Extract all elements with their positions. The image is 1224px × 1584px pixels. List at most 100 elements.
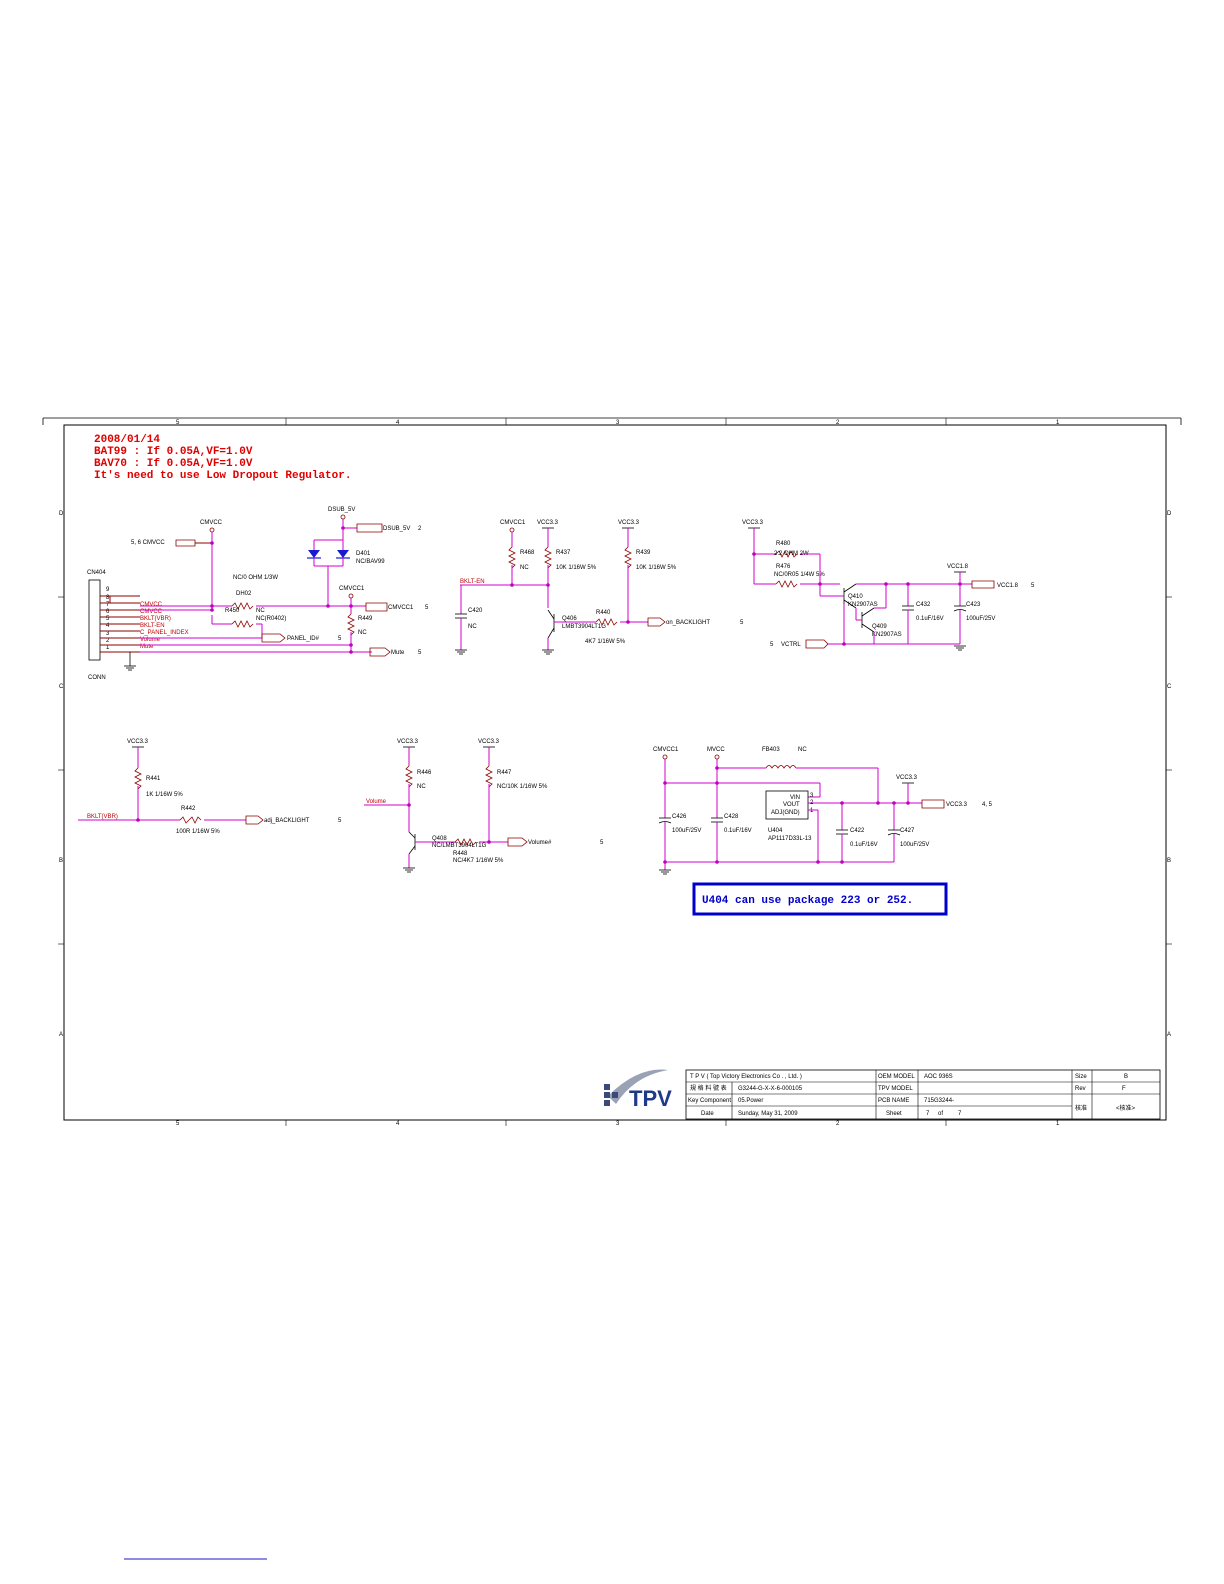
part-label: NC/LMBT3904LT1G [432,843,487,849]
part-label: U404 [768,828,783,834]
part-label: C422 [850,828,865,834]
col-marker: 4 [396,420,400,426]
port-label: Mute [391,650,405,656]
tb-label: 規 格 料 號 表 [690,1084,727,1092]
part-label: NC [358,630,367,636]
tb-value: F [1122,1086,1126,1092]
tb-value: 7 [926,1111,930,1117]
net-label: VCC3.3 [397,739,419,745]
pin-number: 1 [810,808,814,814]
part-label: Q406 [562,616,577,622]
net-label: VCC1.8 [947,564,969,570]
port-label: CMVCC1 [388,605,414,611]
net-label: CMVCC1 [653,747,679,753]
backlight-enable-block: CMVCC1 R468 NC VCC3.3 R437 10K 1/16W 5% … [455,520,744,655]
part-label: Q410 [848,594,863,600]
part-label: R476 [776,564,791,570]
tpv-logo: TPV [604,1069,672,1111]
part-label: R446 [417,770,432,776]
part-label: C420 [468,608,483,614]
col-marker: 3 [616,1121,620,1127]
part-label: R480 [776,541,791,547]
signal-label: Volume [140,637,161,643]
port-label: Volume# [528,840,552,846]
row-marker: C [59,684,64,690]
col-marker: 5 [176,1121,180,1127]
note-date: 2008/01/14 [94,434,160,446]
diode-symbol [337,550,349,558]
port-label: DSUB_5V [383,526,410,532]
part-label: NC [417,784,426,790]
net-label: DSUB_5V [328,507,355,513]
pin-label: VIN [790,795,800,801]
row-marker: B [59,858,63,864]
note-bat99: BAT99 : If 0.05A,VF=1.0V [94,446,253,458]
row-markers: D C B A D C B A [58,511,1172,1038]
callout-text: U404 can use package 223 or 252. [702,895,913,907]
part-label: R439 [636,550,651,556]
part-label: 100R 1/16W 5% [176,829,220,835]
row-marker: C [1167,684,1172,690]
tb-label: PCB NAME [878,1098,909,1104]
pin-number: 3 [106,631,110,637]
pin-number: 6 [106,609,110,615]
part-label: 4K7 1/16W 5% [585,639,626,645]
tb-label: 核准 [1075,1104,1087,1112]
port-label: VCC1.8 [997,583,1019,589]
tb-label: TPV MODEL [878,1086,913,1092]
part-label: FB403 [762,747,780,753]
part-label: AP1117D33L-13 [768,836,812,842]
col-marker: 5 [176,420,180,426]
part-label: R447 [497,770,512,776]
tb-label: of [938,1111,943,1117]
part-label: 0.1uF/16V [850,842,878,848]
regulator-body [765,790,809,820]
col-marker: 4 [396,1121,400,1127]
tb-value: G3244-G-X-X-6-000105 [738,1086,803,1092]
part-label: C428 [724,814,739,820]
signal-label: CMVCC [140,602,163,608]
vcc33-ldo-block: CMVCC1 MVCC FB403 NC VIN VOUT ADJ(GND) 3… [653,747,993,875]
part-label: KN2907AS [848,602,878,608]
net-label: CMVCC [200,520,223,526]
pin-number: 2 [106,638,110,644]
port-label: VCTRL [781,642,801,648]
row-marker: A [1167,1032,1171,1038]
part-label: KN2907AS [872,632,902,638]
part-label: C432 [916,602,931,608]
part-label: C426 [672,814,687,820]
row-marker: D [1167,511,1172,517]
pin-number: 5 [106,616,110,622]
pin-label: ADJ(GND) [771,810,800,816]
port-label: adj_BACKLIGHT [264,818,310,824]
company-name: T P V ( Top Victory Electronics Co . , L… [690,1074,802,1080]
part-label: 10K 1/16W 5% [636,565,677,571]
part-label: C423 [966,602,981,608]
part-label: 100uF/25V [966,616,995,622]
part-label: NC/10K 1/16W 5% [497,784,548,790]
diode-symbol [308,550,320,558]
page-ref: 5 [1031,583,1035,589]
part-label: DH02 [236,591,252,597]
net-label: CMVCC1 [500,520,526,526]
signal-label: C_PANEL_INDEX [140,630,189,636]
part-label: R449 [358,616,373,622]
page-ref: 5 [600,840,604,846]
part-label: 10K 1/16W 5% [556,565,597,571]
part-label: 100uF/25V [900,842,929,848]
part-label: 1K 1/16W 5% [146,792,183,798]
pin-number: 4 [106,623,110,629]
pin-number: 7 [106,602,110,608]
part-label: R440 [596,610,611,616]
part-label: NC [520,565,529,571]
vcc18-regulator-block: VCC3.3 R480 2.2 OHM 2W R476 NC/0R05 1/4W… [742,520,1035,651]
tb-label: OEM MODEL [878,1074,915,1080]
page-ref: 5 [338,636,342,642]
title-block: TPV T P V ( Top Victory Electronics Co .… [604,1069,1161,1120]
page-ref: 5 [418,650,422,656]
tb-value: 05.Power [738,1098,763,1104]
part-label: Q409 [872,624,887,630]
row-marker: A [59,1032,63,1038]
connector-body [88,579,101,661]
connector-ref: CN404 [87,570,106,576]
